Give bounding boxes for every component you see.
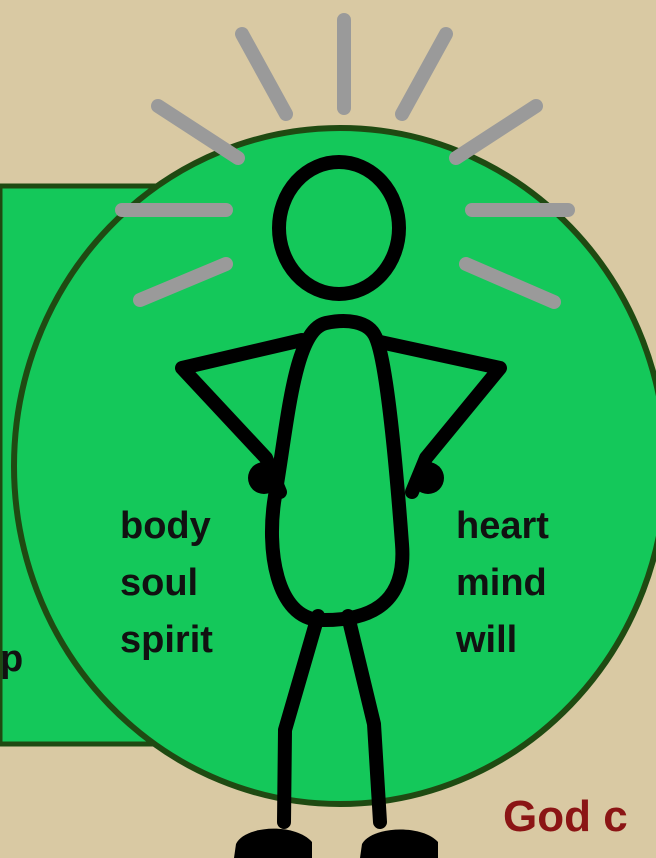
right-word-mind: mind xyxy=(456,564,547,602)
bottom-caption: God c xyxy=(503,795,628,839)
big-green-circle xyxy=(14,128,656,804)
left-word-body: body xyxy=(120,507,211,545)
figure-left-hand xyxy=(248,462,280,494)
right-word-heart: heart xyxy=(456,507,549,545)
left-word-spirit: spirit xyxy=(120,621,213,659)
figure-right-hand xyxy=(412,462,444,494)
right-word-will: will xyxy=(456,621,517,659)
left-word-soul: soul xyxy=(120,564,198,602)
left-partial-text: p xyxy=(0,640,23,678)
